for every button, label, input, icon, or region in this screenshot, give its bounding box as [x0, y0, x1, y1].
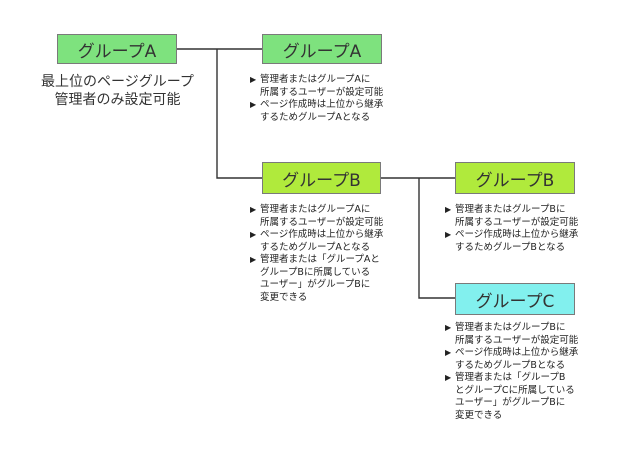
note-item: ページ作成時は上位から継承 するためグループAとなる [250, 229, 430, 254]
note-item: ページ作成時は上位から継承 するためグループAとなる [250, 99, 430, 124]
group-b-notes: 管理者またはグループAに 所属するユーザーが設定可能 ページ作成時は上位から継承… [250, 204, 430, 304]
note-item: 管理者またはグループBに 所属するユーザーが設定可能 [445, 322, 625, 347]
note-item: ページ作成時は上位から継承 するためグループBとなる [445, 229, 625, 254]
group-b-label: グループB [282, 170, 361, 191]
note-item: 管理者またはグループBに 所属するユーザーが設定可能 [445, 204, 625, 229]
connector-root-to-group-b [216, 49, 262, 179]
note-item: 管理者またはグループAに 所属するユーザーが設定可能 [250, 204, 430, 229]
group-b-child-notes: 管理者またはグループBに 所属するユーザーが設定可能 ページ作成時は上位から継承… [445, 204, 625, 254]
group-b-box: グループB [262, 162, 381, 194]
group-b-child-label: グループB [475, 170, 555, 191]
note-item: ページ作成時は上位から継承 するためグループBとなる [445, 347, 625, 372]
group-a-child-label: グループA [282, 41, 362, 62]
group-c-box: グループC [455, 283, 575, 315]
root-group-a-box: グループA [57, 34, 177, 64]
note-item: 管理者または「グループAと グループBに所属している ユーザー」がグループBに … [250, 254, 430, 304]
root-caption-line: 最上位のページグループ [41, 74, 194, 90]
root-group-a-label: グループA [77, 41, 157, 62]
group-a-child-notes: 管理者またはグループAに 所属するユーザーが設定可能 ページ作成時は上位から継承… [250, 74, 430, 124]
group-a-child-box: グループA [262, 34, 382, 64]
root-caption: 最上位のページグループ 管理者のみ設定可能 [30, 73, 205, 109]
root-caption-line: 管理者のみ設定可能 [54, 92, 181, 108]
note-item: 管理者または「グループB とグループCに所属している ユーザー」がグループBに … [445, 372, 625, 422]
note-item: 管理者またはグループAに 所属するユーザーが設定可能 [250, 74, 430, 99]
group-c-notes: 管理者またはグループBに 所属するユーザーが設定可能 ページ作成時は上位から継承… [445, 322, 625, 422]
group-b-child-box: グループB [455, 162, 575, 194]
group-c-label: グループC [475, 291, 555, 312]
